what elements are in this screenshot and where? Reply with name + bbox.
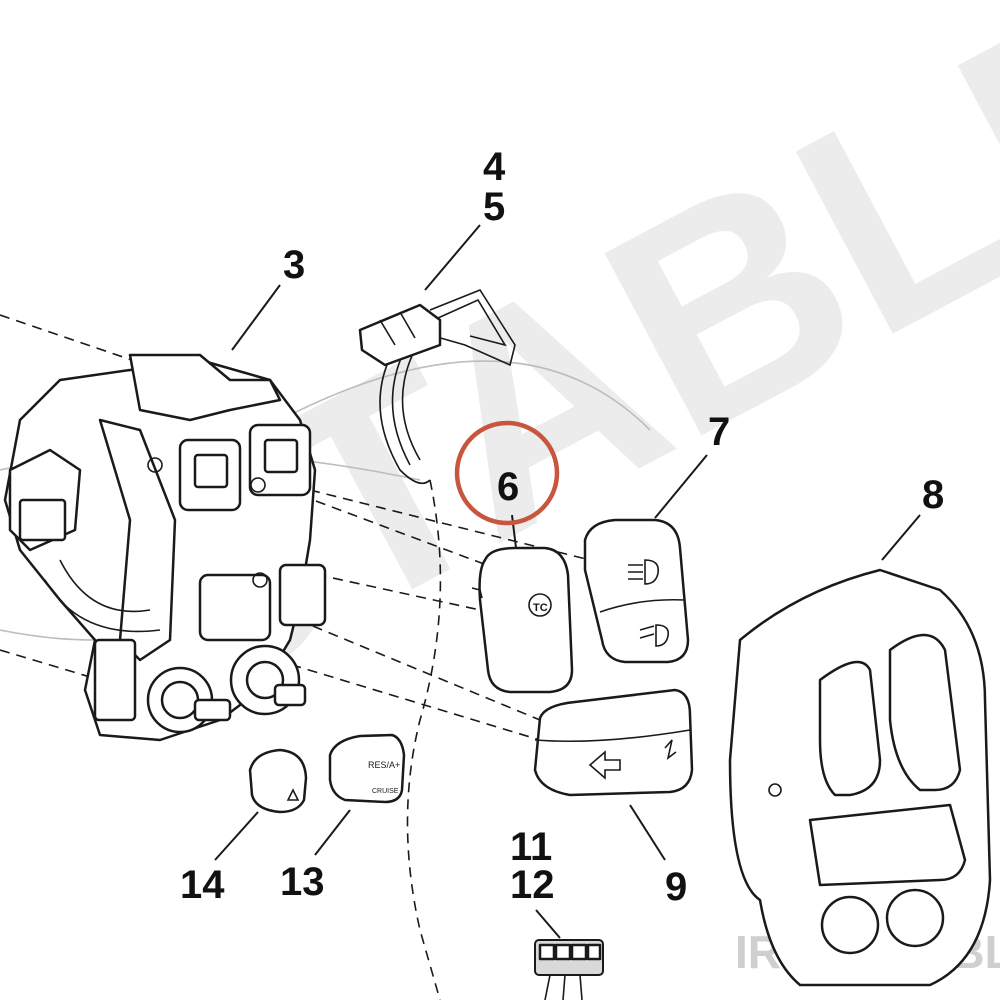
leader-line-8 <box>881 514 921 561</box>
res-label: RES/A+ <box>368 760 400 770</box>
leader-line-9 <box>629 804 666 861</box>
low-beam-icon <box>655 624 670 647</box>
callout-7: 7 <box>708 410 730 454</box>
connector-part <box>534 939 604 1001</box>
arrow-left-icon <box>588 750 621 780</box>
button-cap <box>248 748 308 814</box>
leader-line-11-12 <box>535 909 561 939</box>
callout-14: 14 <box>180 863 225 907</box>
leader-line-14 <box>214 811 259 861</box>
cruise-switch-cap: RES/A+ CRUISE <box>328 733 406 804</box>
wire-route-line <box>406 479 442 1001</box>
switch-housing-assembly <box>3 353 327 742</box>
callout-12: 12 <box>510 863 555 907</box>
switch-housing-cover <box>728 568 992 987</box>
callout-6: 6 <box>497 465 519 509</box>
guide-arc-upper <box>289 360 651 431</box>
callout-5: 5 <box>483 185 505 229</box>
assembly-line <box>0 314 206 386</box>
callout-4: 4 <box>483 145 506 189</box>
leader-line-7 <box>654 454 708 519</box>
highlight-circle <box>454 420 560 526</box>
hazard-icon <box>664 739 677 760</box>
callout-3: 3 <box>283 243 305 287</box>
callout-13: 13 <box>280 860 325 904</box>
leader-line-4-5 <box>424 224 481 291</box>
assembly-line <box>299 494 501 571</box>
traction-control-switch-cap: TC <box>471 546 574 694</box>
leader-line-13 <box>314 809 351 856</box>
turn-signal-switch-cap <box>533 688 694 797</box>
high-beam-icon <box>644 559 660 585</box>
callout-9: 9 <box>665 865 687 909</box>
headlamp-switch-cap <box>583 518 690 664</box>
cruise-label: CRUISE <box>372 788 399 795</box>
leader-line-3 <box>231 284 281 351</box>
wire-harness <box>358 289 516 485</box>
callout-8: 8 <box>922 473 944 517</box>
callout-11: 11 <box>510 825 552 869</box>
traction-control-icon: TC <box>533 602 548 614</box>
assembly-line <box>0 649 101 681</box>
